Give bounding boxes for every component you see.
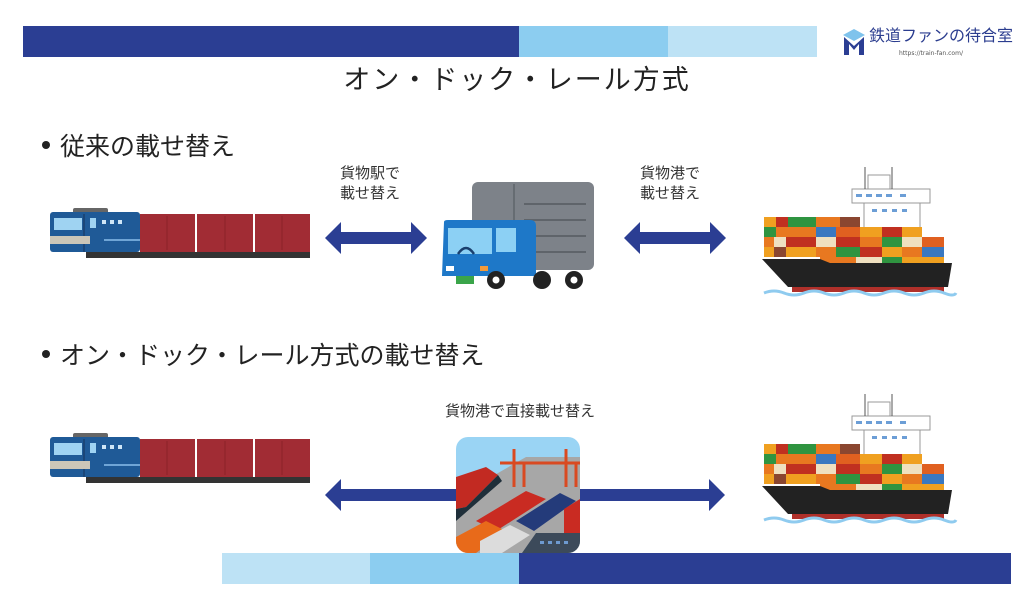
ship-waterline bbox=[792, 287, 944, 292]
train-wheels bbox=[86, 477, 310, 483]
caption-freight-port-line2: 載せ替え bbox=[639, 184, 700, 202]
ship-hull bbox=[762, 486, 952, 514]
container-ship-illustration bbox=[762, 167, 958, 297]
freight-train-illustration bbox=[50, 208, 310, 258]
freight-cars bbox=[140, 214, 310, 252]
double-arrow-left bbox=[325, 222, 427, 254]
caption-direct-transfer: 貨物港で直接載せ替え bbox=[444, 402, 595, 420]
logo-text: 鉄道ファンの待合室 bbox=[869, 26, 1014, 45]
caption-freight-port-line1: 貨物港で bbox=[639, 164, 700, 182]
header-bar-light bbox=[668, 26, 817, 57]
locomotive bbox=[50, 208, 140, 252]
section1-heading: 従来の載せ替え bbox=[42, 131, 235, 163]
waves bbox=[763, 516, 958, 524]
bullet-dot bbox=[42, 350, 50, 358]
header-bar-mid bbox=[519, 26, 668, 57]
footer-bar-dark bbox=[519, 553, 1011, 584]
caption-freight-station-line1: 貨物駅で bbox=[339, 164, 400, 182]
logo-url: https://train-fan.com/ bbox=[899, 50, 963, 57]
caption-freight-port: 貨物港で 載せ替え bbox=[630, 163, 710, 203]
freight-cars bbox=[140, 439, 310, 477]
waves bbox=[763, 289, 958, 297]
ship-bridge bbox=[851, 167, 931, 230]
containers bbox=[764, 444, 944, 490]
container-port-illustration bbox=[456, 437, 580, 553]
train-wheels bbox=[86, 252, 310, 258]
caption-freight-station: 貨物駅で 載せ替え bbox=[330, 163, 410, 203]
bullet-dot bbox=[42, 141, 50, 149]
truck-illustration bbox=[442, 182, 594, 289]
footer-bar-mid bbox=[370, 553, 519, 584]
double-arrow-right bbox=[624, 222, 726, 254]
ship-waterline bbox=[792, 514, 944, 519]
logo-m-icon bbox=[843, 29, 865, 55]
site-logo[interactable]: 鉄道ファンの待合室 https://train-fan.com/ bbox=[843, 26, 1028, 62]
footer-bar-light bbox=[222, 553, 370, 584]
ship-bridge bbox=[851, 394, 931, 457]
slide-title: オン・ドック・レール方式 bbox=[343, 65, 691, 96]
ship-hull bbox=[762, 259, 952, 287]
header-bar-dark bbox=[23, 26, 519, 57]
section2-heading: オン・ドック・レール方式の載せ替え bbox=[42, 340, 485, 372]
section1-heading-text: 従来の載せ替え bbox=[60, 132, 236, 161]
containers bbox=[764, 217, 944, 263]
locomotive bbox=[50, 433, 140, 477]
caption-freight-station-line2: 載せ替え bbox=[339, 184, 400, 202]
section2-heading-text: オン・ドック・レール方式の載せ替え bbox=[60, 341, 485, 370]
container-ship-illustration bbox=[762, 394, 958, 524]
freight-train-illustration bbox=[50, 433, 310, 483]
